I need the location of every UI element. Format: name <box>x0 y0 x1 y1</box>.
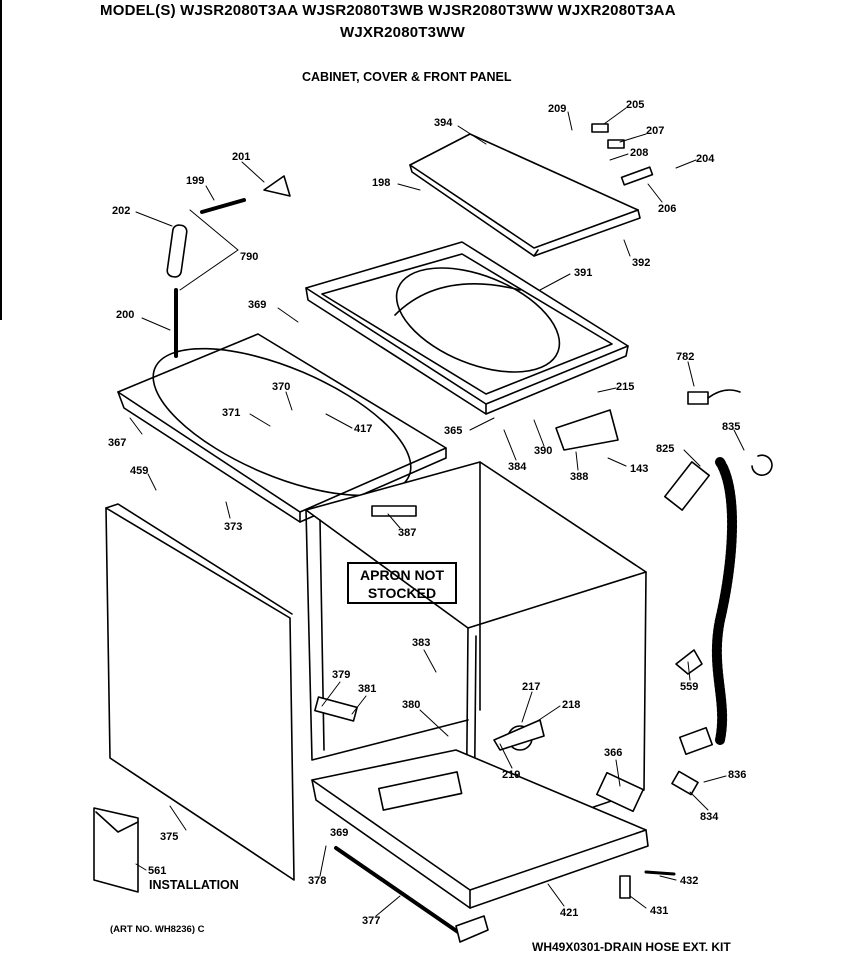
part-number: 219 <box>502 769 520 781</box>
part-number: 377 <box>362 915 380 927</box>
part-number: 559 <box>680 681 698 693</box>
part-numbers: 394 209 205 207 208 204 206 198 392 391 … <box>108 99 746 927</box>
part-number: 373 <box>224 521 242 533</box>
part-number: 388 <box>570 471 588 483</box>
part-number: 834 <box>700 811 719 823</box>
page-edge-mark <box>0 0 2 320</box>
part-number: 143 <box>630 463 648 475</box>
model-numbers-line2: WJXR2080T3WW <box>340 24 465 41</box>
cabinet-base <box>311 749 649 909</box>
part-number: 380 <box>402 699 420 711</box>
part-number: 392 <box>632 257 650 269</box>
part-number: 217 <box>522 681 540 693</box>
installation-envelope <box>93 807 139 893</box>
part-number: 825 <box>656 443 674 455</box>
part-number: 198 <box>372 177 390 189</box>
part-number: 431 <box>650 905 668 917</box>
apron-note-line1: APRON NOT <box>360 567 444 583</box>
part-number: 387 <box>398 527 416 539</box>
part-number: 375 <box>160 831 178 843</box>
part-number: 218 <box>562 699 580 711</box>
part-number: 417 <box>354 423 372 435</box>
part-number: 367 <box>108 437 126 449</box>
part-number: 200 <box>116 309 134 321</box>
drain-hose-kit-label: WH49X0301-DRAIN HOSE EXT. KIT <box>532 940 731 954</box>
installation-label: INSTALLATION <box>149 878 239 892</box>
part-number: 202 <box>112 205 130 217</box>
top-panel <box>305 241 629 415</box>
part-number: 208 <box>630 147 648 159</box>
part-number: 391 <box>574 267 592 279</box>
cabinet-body <box>305 461 647 851</box>
part-number: 390 <box>534 445 552 457</box>
part-number: 384 <box>508 461 527 473</box>
part-number: 371 <box>222 407 240 419</box>
part-number: 369 <box>248 299 266 311</box>
part-number: 459 <box>130 465 148 477</box>
part-number: 365 <box>444 425 462 437</box>
apron-note-line2: STOCKED <box>367 585 437 601</box>
part-number: 421 <box>560 907 578 919</box>
part-number: 561 <box>148 865 166 877</box>
part-number: 206 <box>658 203 676 215</box>
part-number: 394 <box>434 117 453 129</box>
small-parts <box>166 123 773 943</box>
front-panel <box>105 503 295 881</box>
part-number: 790 <box>240 251 258 263</box>
part-number: 366 <box>604 747 622 759</box>
part-number: 835 <box>722 421 740 433</box>
part-number: 836 <box>728 769 746 781</box>
drain-hose <box>663 457 738 756</box>
part-number: 782 <box>676 351 694 363</box>
model-numbers-line1: MODEL(S) WJSR2080T3AA WJSR2080T3WB WJSR2… <box>100 2 676 19</box>
part-number: 201 <box>232 151 250 163</box>
part-number: 204 <box>696 153 715 165</box>
part-number: 370 <box>272 381 290 393</box>
part-number: 199 <box>186 175 204 187</box>
part-number: 215 <box>616 381 634 393</box>
lid <box>409 133 641 257</box>
part-number: 379 <box>332 669 350 681</box>
part-number: 209 <box>548 103 566 115</box>
art-number: (ART NO. WH8236) C <box>110 924 205 935</box>
part-number: 383 <box>412 637 430 649</box>
part-number: 378 <box>308 875 326 887</box>
leader-lines <box>129 107 745 917</box>
part-number: 207 <box>646 125 664 137</box>
cabinet-top-frame <box>117 333 447 523</box>
section-title: CABINET, COVER & FRONT PANEL <box>302 70 512 84</box>
part-number: 369 <box>330 827 348 839</box>
part-number: 381 <box>358 683 376 695</box>
part-number: 205 <box>626 99 644 111</box>
part-number: 432 <box>680 875 698 887</box>
apron-not-stocked-note: APRON NOT STOCKED <box>347 562 457 604</box>
